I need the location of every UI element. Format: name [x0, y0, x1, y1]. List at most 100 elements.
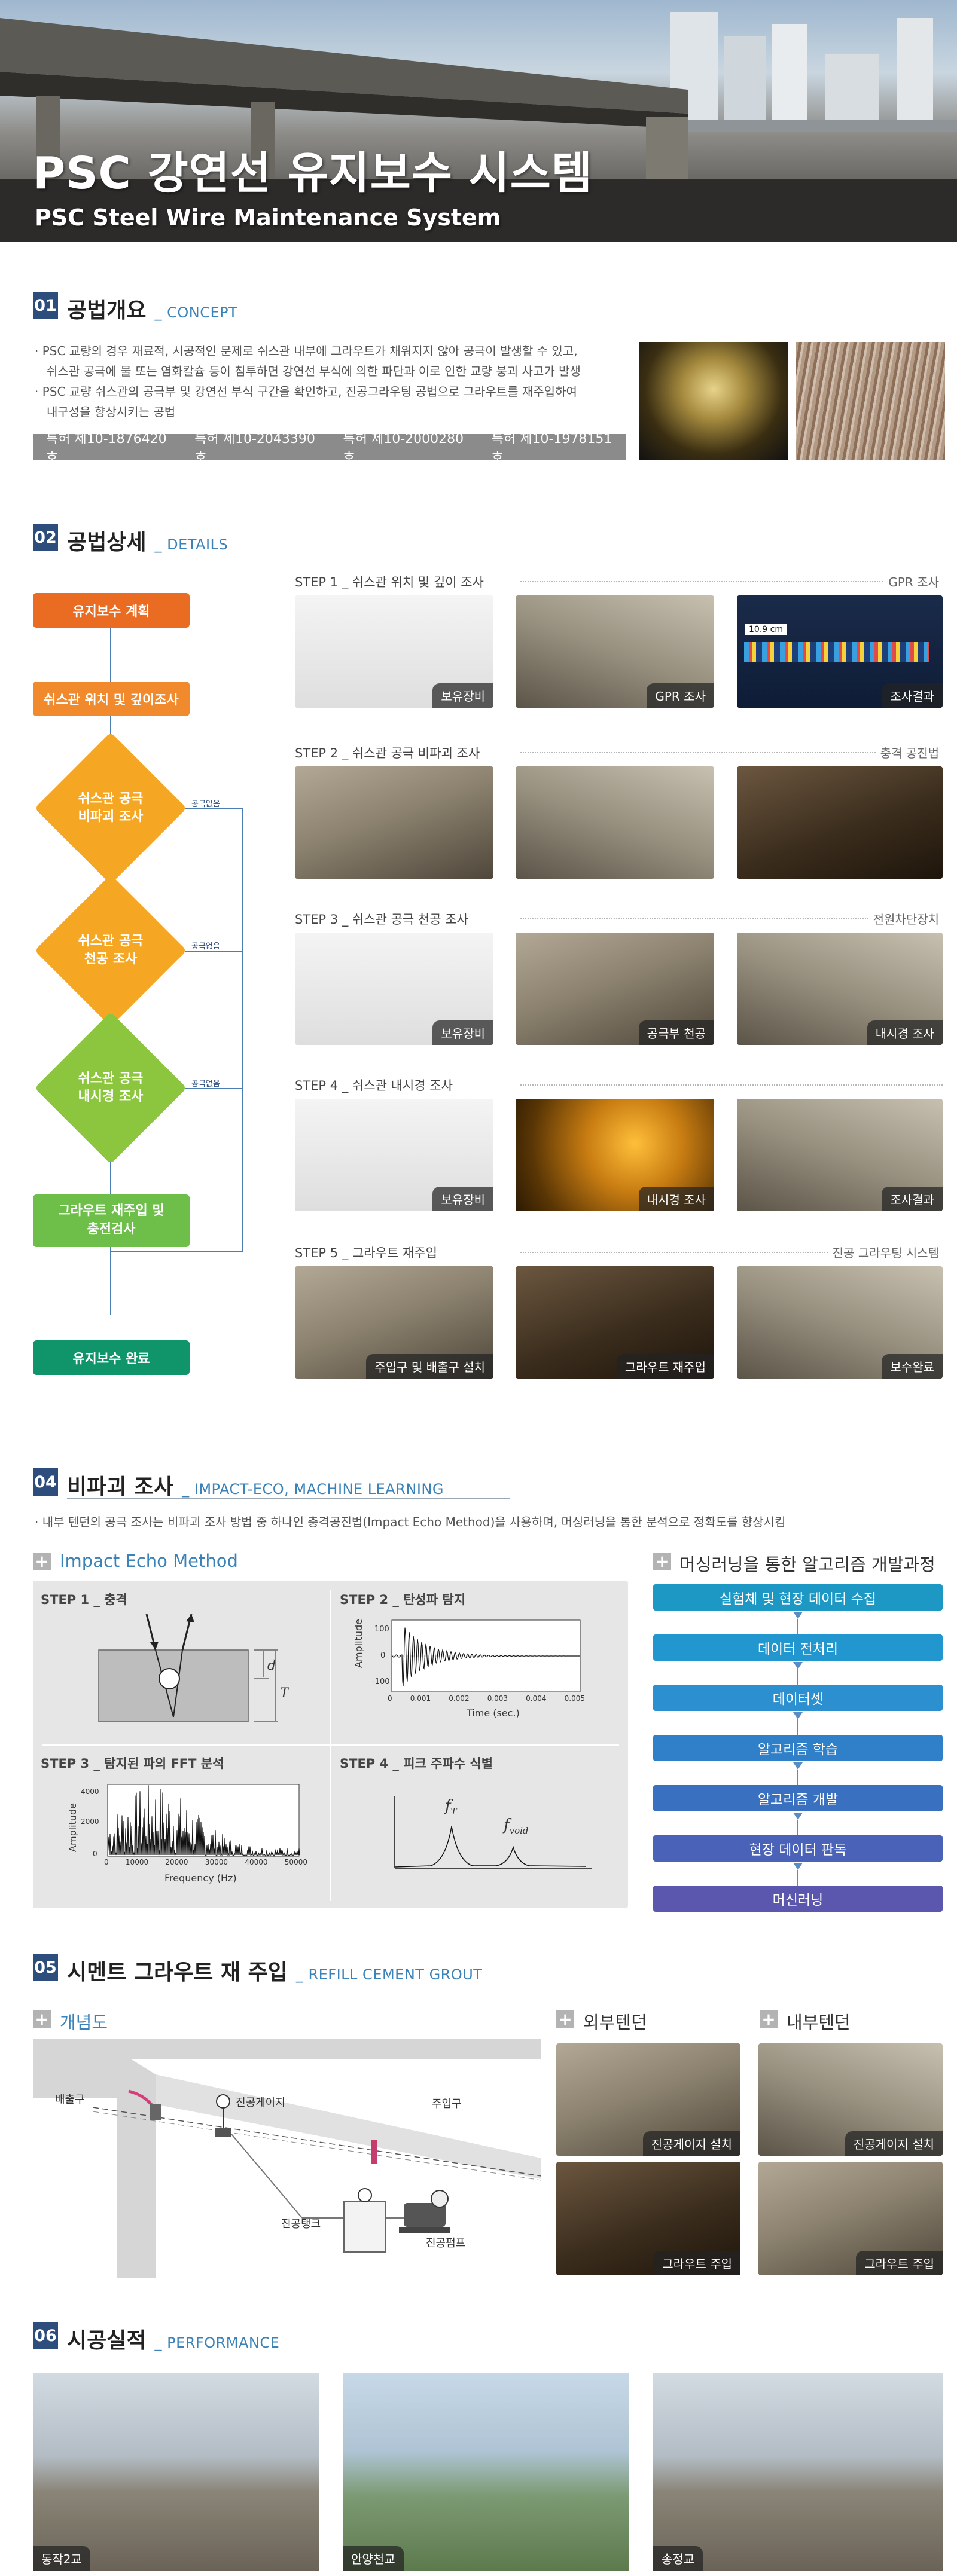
- branch-label-1: 공극없음: [191, 800, 220, 809]
- branch-label-3: 공극없음: [191, 1080, 220, 1089]
- photo-caption: 내시경 조사: [638, 1187, 714, 1211]
- flow-branch-h2: [185, 951, 243, 952]
- step-dotted-rule: [520, 1252, 943, 1253]
- ml-arrow-icon: [793, 1863, 803, 1870]
- ml-step-7: 머신러닝: [653, 1886, 943, 1912]
- step-label-3: STEP 3 _ 쉬스관 공극 천공 조사: [295, 912, 468, 927]
- step-dotted-rule: [520, 1084, 943, 1086]
- hero-subtitle: PSC Steel Wire Maintenance System: [35, 204, 501, 231]
- ml-arrow-icon: [793, 1762, 803, 1770]
- step-method-3: 전원차단장치: [868, 910, 944, 927]
- step-4-photo-1: 보유장비: [295, 1099, 493, 1211]
- patent-bar: 특허 제10-1876420호 특허 제10-2043390호 특허 제10-2…: [33, 428, 626, 466]
- photo-caption: 주입구 및 배출구 설치: [366, 1354, 493, 1379]
- ml-connector: [797, 1619, 798, 1634]
- performance-photo-3: 송정교: [653, 2373, 943, 2571]
- flow-branch-h4: [110, 1251, 243, 1252]
- thickness-label: T: [280, 1686, 289, 1701]
- concept-bullet-2b: 내구성을 향상시키는 공법: [47, 405, 176, 419]
- outer-tendon-title: 외부텐던: [583, 2012, 647, 2033]
- ml-connector: [797, 1870, 798, 1886]
- section-title-ndt: 비파괴 조사_ IMPACT-ECO, MACHINE LEARNING: [67, 1475, 444, 1499]
- ml-step-1: 실험체 및 현장 데이터 수집: [653, 1584, 943, 1611]
- step-label-5: STEP 5 _ 그라우트 재주입: [295, 1246, 437, 1260]
- panel-divider: [330, 1590, 331, 1901]
- waveform-chart: [391, 1619, 581, 1692]
- concept-bullet-2: · PSC 교량 쉬스관의 공극부 및 강연선 부식 구간을 확인하고, 진공그…: [35, 384, 577, 399]
- fft-ylabel: Amplitude: [67, 1803, 78, 1852]
- step-dotted-rule: [520, 918, 943, 919]
- photo-caption: 조사결과: [882, 1187, 943, 1211]
- photo-caption: 보유장비: [432, 1020, 493, 1045]
- plus-icon: +: [653, 1553, 671, 1570]
- panel-divider: [42, 1744, 619, 1746]
- photo-caption: GPR 조사: [647, 683, 714, 708]
- fft-chart: [107, 1784, 300, 1857]
- concept-bullet-1: · PSC 교량의 경우 재료적, 시공적인 문제로 쉬스관 내부에 그라우트가…: [35, 344, 578, 358]
- step-5-photo-1: 주입구 및 배출구 설치: [295, 1266, 493, 1379]
- section-rule: [67, 1498, 510, 1499]
- label-vacuum-gauge: 진공게이지: [236, 2097, 285, 2109]
- step-label-4: STEP 4 _ 쉬스관 내시경 조사: [295, 1078, 453, 1093]
- peak-chart: [394, 1796, 592, 1869]
- flow-branch-h3: [185, 1088, 243, 1089]
- fft-ytick: 0: [93, 1850, 97, 1858]
- step-5-photo-2: 그라우트 재주입: [516, 1266, 714, 1379]
- step-method-5: 진공 그라우팅 시스템: [827, 1243, 944, 1261]
- step-label-1: STEP 1 _ 쉬스관 위치 및 깊이 조사: [295, 575, 484, 589]
- step-2-photo-3: [737, 766, 943, 879]
- ie-step-3: STEP 3 _ 탐지된 파의 FFT 분석: [41, 1756, 224, 1771]
- performance-photo-2: 안양천교: [343, 2373, 629, 2571]
- flow-done: 유지보수 완료: [33, 1340, 190, 1375]
- ml-connector: [797, 1770, 798, 1785]
- ml-arrow-icon: [793, 1712, 803, 1719]
- grout-photo-outer-inject: 그라우트 주입: [556, 2162, 740, 2275]
- step-method-1: GPR 조사: [883, 573, 944, 590]
- hero-banner: PSC 강연선 유지보수 시스템 PSC Steel Wire Maintena…: [0, 0, 957, 242]
- step-2-photo-2: [516, 766, 714, 879]
- photo-caption: 공극부 천공: [638, 1020, 714, 1045]
- performance-photo-1: 동작2교: [33, 2373, 319, 2571]
- ml-step-6: 현장 데이터 판독: [653, 1835, 943, 1862]
- plus-icon: +: [33, 1553, 51, 1570]
- patent-2: 특허 제10-2043390호: [181, 428, 330, 466]
- flow-branch-line: [242, 808, 243, 1251]
- label-outlet: 배출구: [55, 2094, 85, 2106]
- waveform-ytick: 0: [380, 1651, 386, 1660]
- concept-photo-strand: [796, 342, 945, 460]
- ie-step-2: STEP 2 _ 탄성파 탐지: [340, 1593, 466, 1607]
- section-number-02: 02: [33, 524, 58, 551]
- plus-icon: +: [556, 2010, 574, 2028]
- photo-caption: 내시경 조사: [867, 1020, 943, 1045]
- ie-step-1: STEP 1 _ 충격: [41, 1593, 127, 1607]
- flow-branch-h1: [185, 808, 243, 809]
- ml-step-5: 알고리즘 개발: [653, 1785, 943, 1811]
- ml-connector: [797, 1669, 798, 1685]
- ml-title: 머싱러닝을 통한 알고리즘 개발과정: [679, 1554, 935, 1575]
- step-3-photo-3: 내시경 조사: [737, 933, 943, 1045]
- fft-xlabel: Frequency (Hz): [164, 1872, 237, 1884]
- concept-diagram-title: 개념도: [60, 2012, 108, 2033]
- grout-concept-diagram: [33, 2039, 541, 2278]
- fft-ytick: 4000: [81, 1787, 99, 1796]
- step-method-2: 충격 공진법: [875, 744, 944, 761]
- step-5-photo-3: 보수완료: [737, 1266, 943, 1379]
- ml-step-2: 데이터 전처리: [653, 1634, 943, 1661]
- fft-ytick: 2000: [81, 1817, 99, 1826]
- plus-icon: +: [760, 2010, 778, 2028]
- ml-step-3: 데이터셋: [653, 1685, 943, 1711]
- gpr-readout: 10.9 cm: [745, 624, 787, 635]
- patent-3: 특허 제10-2000280호: [330, 428, 478, 466]
- gpr-scan-strip: [744, 642, 929, 662]
- waveform-ytick: -100: [372, 1677, 390, 1686]
- ie-step-4: STEP 4 _ 피크 주파수 식별: [340, 1756, 493, 1771]
- step-2-photo-1: [295, 766, 493, 879]
- ml-arrow-icon: [793, 1813, 803, 1820]
- photo-caption: 보유장비: [432, 1187, 493, 1211]
- step-4-photo-2: 내시경 조사: [516, 1099, 714, 1211]
